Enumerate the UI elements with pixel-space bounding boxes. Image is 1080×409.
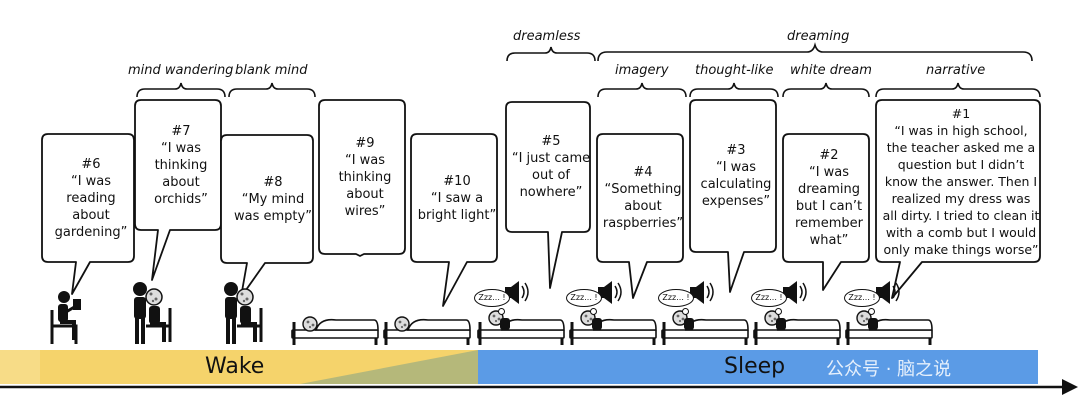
brace-imagery [597, 82, 687, 98]
report-2: #2 “I was dreaming but I can’t remember … [783, 134, 875, 262]
transition-wedge [300, 350, 478, 384]
thought-dot [775, 308, 782, 315]
label-thought-like: thought-like [695, 63, 774, 78]
zzz-thought-bubble: Zzz... ! [844, 289, 880, 307]
brace-mind-wandering [136, 82, 226, 98]
thought-dot [682, 308, 689, 315]
bed-7 [845, 310, 933, 345]
zzz-label: Zzz... ! [478, 293, 506, 302]
report-6: #6 “I was reading about gardening” [42, 134, 140, 262]
speaker-icon [598, 281, 622, 304]
report-7-number: #7 [171, 123, 191, 139]
report-3-quote: “I was calculating expenses” [700, 160, 772, 209]
brace-dreamless [506, 46, 596, 62]
zzz-thought-bubble: Zzz... ! [566, 289, 602, 307]
report-9-quote: “I was thinking about wires” [338, 152, 392, 219]
report-9: #9 “I was thinking about wires” [319, 100, 411, 254]
time-arrow-head [1062, 379, 1078, 395]
label-dreamless: dreamless [513, 29, 581, 44]
report-3-number: #3 [726, 143, 746, 158]
report-8: #8 “My mind was empty” [227, 135, 319, 263]
bed-2 [383, 316, 471, 345]
report-4-quote: “Something about raspberries” [602, 182, 684, 231]
zzz-label: Zzz... ! [662, 293, 690, 302]
bubble-5 [505, 101, 591, 289]
report-7-quote: “I was thinking about orchids” [154, 140, 208, 207]
bubble-10 [410, 133, 498, 307]
phase-label-wake: Wake [205, 354, 265, 379]
reader-figure [50, 291, 81, 344]
report-6-number: #6 [81, 156, 101, 172]
bubble-3 [689, 99, 777, 293]
zzz-thought-bubble: Zzz... ! [474, 289, 510, 307]
phase-bar [0, 350, 1078, 395]
zzz-thought-bubble: Zzz... ! [658, 289, 694, 307]
label-white-dream: white dream [790, 63, 872, 78]
bed-6 [753, 310, 841, 345]
bubble-7 [134, 99, 222, 281]
label-dreaming: dreaming [787, 29, 850, 44]
bed-5 [661, 310, 749, 345]
bed-4 [569, 310, 657, 345]
speakers [505, 281, 900, 304]
zzz-label: Zzz... ! [755, 293, 783, 302]
report-8-quote: “My mind was empty” [234, 191, 312, 224]
experimenter-pair-2 [224, 282, 263, 344]
thought-dot [498, 308, 505, 315]
brace-white-dream [782, 82, 870, 98]
speaker-icon [505, 281, 529, 304]
brace-dreaming [597, 42, 1033, 62]
watermark: 公众号 · 脑之说 [826, 359, 952, 380]
zzz-label: Zzz... ! [570, 293, 598, 302]
brace-thought-like [689, 82, 779, 98]
report-3: #3 “I was calculating expenses” [690, 100, 782, 252]
report-8-number: #8 [263, 174, 283, 190]
report-9-number: #9 [355, 135, 375, 151]
bubble-9 [318, 99, 406, 257]
thought-dot [868, 308, 875, 315]
bed-3 [477, 310, 565, 345]
report-6-quote: “I was reading about gardening” [54, 173, 128, 240]
report-5-quote: “I just came out of nowhere” [511, 151, 591, 200]
zzz-label: Zzz... ! [848, 293, 876, 302]
report-2-number: #2 [819, 148, 839, 163]
report-1-quote: “I was in high school, the teacher asked… [882, 122, 1040, 257]
report-5-number: #5 [541, 134, 561, 149]
brace-blank-mind [228, 82, 316, 98]
label-narrative: narrative [926, 63, 986, 78]
sleep-band [478, 350, 1038, 384]
brace-narrative [875, 82, 1041, 98]
report-1-number: #1 [951, 105, 971, 121]
label-mind-wandering: mind wandering [128, 63, 234, 78]
bubble-1 [875, 99, 1041, 299]
report-1: #1 “I was in high school, the teacher as… [876, 100, 1046, 262]
label-imagery: imagery [615, 63, 669, 78]
bubble-2 [782, 133, 870, 291]
report-10-quote: “I saw a bright light” [417, 190, 497, 223]
thought-dot [590, 308, 597, 315]
bubble-4 [596, 133, 684, 299]
speaker-icon [783, 281, 807, 304]
report-2-quote: “I was dreaming but I can’t remember wha… [795, 165, 863, 248]
bubble-6 [41, 133, 135, 295]
braces [136, 42, 1041, 98]
zzz-thought-bubble: Zzz... ! [751, 289, 787, 307]
report-7: #7 “I was thinking about orchids” [135, 100, 227, 230]
experimenter-pair-1 [133, 282, 172, 344]
report-10: #10 “I saw a bright light” [411, 134, 503, 262]
speech-bubbles [41, 99, 1041, 307]
label-blank-mind: blank mind [235, 63, 308, 78]
report-5: #5 “I just came out of nowhere” [506, 102, 596, 232]
report-4-number: #4 [633, 165, 653, 180]
phase-label-sleep: Sleep [724, 354, 786, 379]
report-4: #4 “Something about raspberries” [597, 134, 689, 262]
bed-1 [291, 316, 379, 345]
report-10-number: #10 [443, 173, 471, 189]
wake-band-edge [0, 350, 40, 384]
beds [291, 310, 933, 345]
speaker-icon [690, 281, 714, 304]
speaker-icon [876, 281, 900, 304]
